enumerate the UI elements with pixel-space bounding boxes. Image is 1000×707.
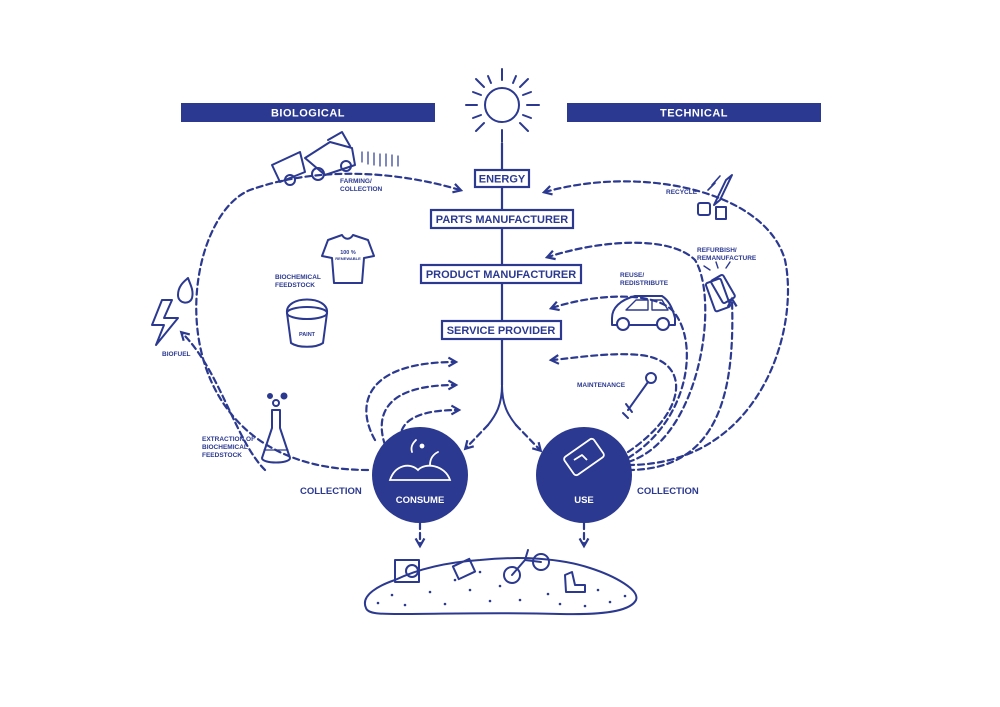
biochemical-label-2: FEEDSTOCK [275, 282, 315, 289]
reuse-label-2: REDISTRIBUTE [620, 280, 669, 287]
consume-node: CONSUME [372, 427, 468, 523]
technical-header-label: TECHNICAL [660, 108, 728, 120]
stage-energy-label: ENERGY [479, 174, 526, 186]
use-label: USE [574, 495, 594, 506]
extraction-label-3: FEEDSTOCK [202, 452, 242, 459]
stage-service-provider-label: SERVICE PROVIDER [447, 325, 556, 337]
compost-icon [388, 439, 452, 481]
biofuel-label: BIOFUEL [162, 351, 191, 358]
biological-labels: FARMING/ COLLECTION BIOCHEMICAL FEEDSTOC… [162, 178, 383, 497]
farming-label-2: COLLECTION [340, 186, 383, 193]
biological-header-label: BIOLOGICAL [271, 108, 345, 120]
stage-energy: ENERGY [473, 168, 531, 189]
stage-product-manufacturer: PRODUCT MANUFACTURER [419, 263, 583, 285]
consume-label: CONSUME [396, 495, 445, 506]
recycle-materials-icon [697, 174, 733, 220]
farming-label-1: FARMING/ [340, 178, 372, 185]
paint-bucket-icon: PAINT [285, 298, 329, 348]
maintenance-label: MAINTENANCE [577, 382, 626, 389]
smartphone-icon [703, 261, 736, 313]
biological-header: BIOLOGICAL [181, 103, 435, 122]
tshirt-text-2: RENEWABLE [335, 256, 361, 261]
wrench-icon [622, 372, 657, 419]
sun-icon [465, 68, 540, 143]
flask-icon [261, 392, 291, 464]
recycle-label: RECYCLE [666, 189, 698, 196]
car-icon [611, 295, 676, 331]
landfill-icon [363, 549, 638, 616]
biofuel-icon [151, 277, 194, 346]
technical-header: TECHNICAL [567, 103, 821, 122]
stage-parts-manufacturer: PARTS MANUFACTURER [429, 208, 575, 230]
use-node: USE [536, 427, 632, 523]
tractor-icon [271, 131, 399, 186]
biochemical-label-1: BIOCHEMICAL [275, 274, 321, 281]
extraction-label-1: EXTRACTION OF [202, 436, 255, 443]
technical-labels: RECYCLE REFURBISH/ REMANUFACTURE REUSE/ … [577, 189, 757, 497]
refurbish-label-2: REMANUFACTURE [697, 255, 757, 262]
extraction-label-2: BIOCHEMICAL [202, 444, 248, 451]
bio-collection-label: COLLECTION [300, 486, 362, 497]
paint-text: PAINT [299, 332, 316, 338]
refurbish-label-1: REFURBISH/ [697, 247, 737, 254]
stage-service-provider: SERVICE PROVIDER [440, 319, 563, 341]
stage-product-manufacturer-label: PRODUCT MANUFACTURER [426, 269, 576, 281]
reuse-label-1: REUSE/ [620, 272, 644, 279]
stage-parts-manufacturer-label: PARTS MANUFACTURER [436, 214, 568, 226]
phone-icon [563, 437, 605, 477]
tshirt-icon: 100 % RENEWABLE [321, 234, 375, 284]
tshirt-text: 100 % [340, 250, 356, 256]
biological-loops [179, 172, 464, 472]
tech-collection-label: COLLECTION [637, 486, 699, 497]
